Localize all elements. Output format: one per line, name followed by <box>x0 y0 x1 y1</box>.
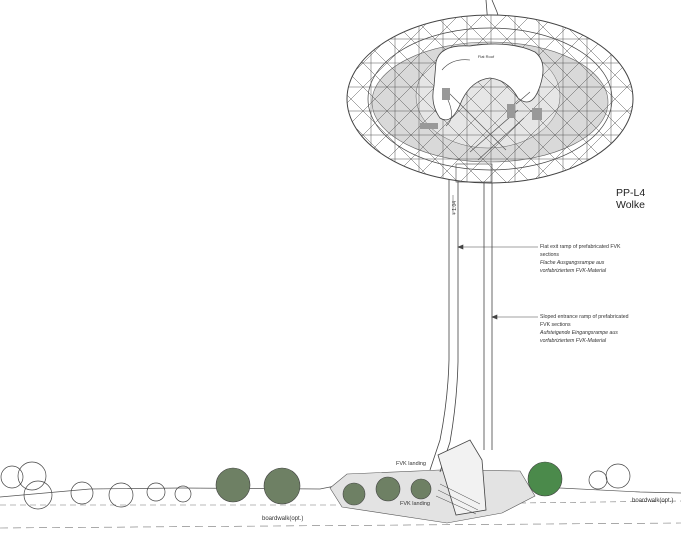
roof-deck <box>432 43 544 121</box>
fvk-landing-upper: FVK landing <box>396 461 426 467</box>
outline-tree <box>605 463 631 489</box>
leader-arrow <box>457 244 464 250</box>
plan-label: Flat Roof <box>478 54 495 59</box>
cloud-ring <box>367 27 613 171</box>
labels: PP-L4 Wolke + 1.04 Flat exit ramp of pre… <box>262 187 673 522</box>
drawing-code: PP-L4 <box>616 187 645 199</box>
exit-ramp-text-de: Flache Ausgangsrampe aus <box>540 260 605 266</box>
deck-ramp <box>441 59 531 127</box>
exit-ramp-text-de2: vorfabriziertem FVK-Material <box>540 268 607 274</box>
outline-tree <box>70 481 94 505</box>
outline-tree <box>108 482 134 508</box>
entrance-ramp-outline <box>483 178 493 450</box>
dashed-ground-line <box>0 500 681 506</box>
lattice-member <box>347 15 484 183</box>
exit-ramp-outline <box>429 178 459 473</box>
outline-tree <box>0 465 24 489</box>
lattice-member <box>347 15 460 183</box>
lattice-member <box>410 15 580 183</box>
stairs-detail <box>435 483 481 515</box>
entrance-ramp-text-en: Sloped entrance ramp of prefabricated <box>540 314 629 320</box>
filled-tree <box>263 467 301 505</box>
leader-lines <box>457 244 538 320</box>
boardwalk-left: boardwalk(opt.) <box>262 516 303 522</box>
exit-ramp-text-en: Flat exit ramp of prefabricated FVK <box>540 244 621 250</box>
filled-trees <box>215 461 563 506</box>
exit-ramp-text-en2: sections <box>540 252 559 258</box>
lattice-member <box>626 15 633 183</box>
lattice-member <box>626 15 633 183</box>
entrance-ramp-text-de2: vorfabriziertem FVK-Material <box>540 338 607 344</box>
fvk-landing-lower: FVK landing <box>400 501 430 507</box>
lattice-member <box>554 15 633 183</box>
outline-tree <box>174 485 192 503</box>
lattice-member <box>347 15 364 183</box>
ground-layer <box>0 461 681 529</box>
ramp-stair-block <box>442 88 450 100</box>
filled-tree <box>410 478 432 500</box>
outline-trees <box>0 461 631 510</box>
dashed-base-line <box>0 522 681 529</box>
tower-base <box>437 439 487 516</box>
lattice-member <box>171 15 339 183</box>
drawing-name: Wolke <box>616 199 645 211</box>
lattice-member <box>171 15 339 183</box>
lattice-member <box>347 15 436 183</box>
filled-tree <box>375 476 401 502</box>
filled-tree <box>342 482 366 506</box>
lattice-member <box>530 15 633 183</box>
lattice-member <box>554 15 633 183</box>
ramp-stair-block <box>532 108 542 120</box>
lattice-member <box>347 15 364 183</box>
leader-arrow <box>491 314 498 320</box>
outline-tree <box>17 461 47 491</box>
filled-tree <box>215 467 251 503</box>
outline-tree <box>23 480 53 510</box>
boardwalk-right: boardwalk(opt.) <box>632 498 673 504</box>
lattice-member <box>506 15 633 183</box>
lattice-member <box>147 15 315 183</box>
ground-line <box>0 485 681 498</box>
outline-tree <box>588 470 608 490</box>
stem-opening <box>455 163 493 183</box>
ramp-stair-block <box>507 104 515 118</box>
filled-tree <box>527 461 563 497</box>
entrance-ramp-text-de: Aufsteigende Eingangsrampe aus <box>539 330 618 336</box>
outline-tree <box>146 482 166 502</box>
entrance-ramp-text-en2: FVK sections <box>540 322 571 328</box>
ramp-stair-block <box>420 123 438 129</box>
elevation-mark: + 1.04 <box>452 201 458 215</box>
lattice-member <box>147 15 315 183</box>
cloud-structure: Flat Roof <box>147 14 634 184</box>
lattice-member <box>386 15 556 183</box>
